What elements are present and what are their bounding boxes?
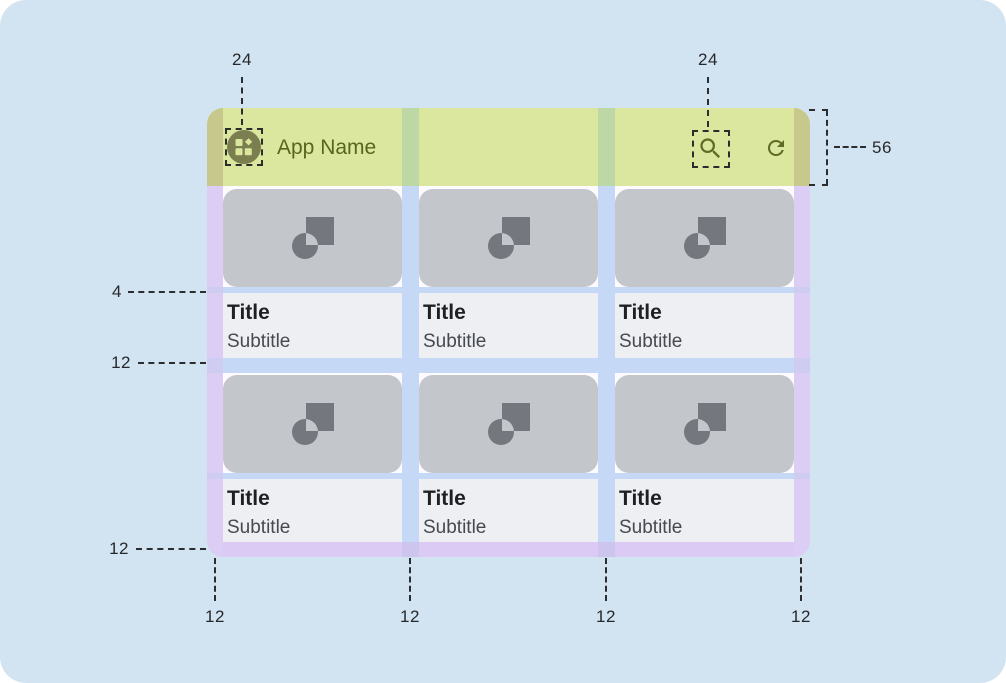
gutter-overlay [402,186,419,542]
measure-label-bottom-margin: 12 [109,539,129,558]
measure-label-margin-left: 12 [205,607,225,626]
card-title: Title [227,301,270,324]
measure-label-nav-icon: 24 [232,50,252,69]
bottom-margin-overlay [207,542,810,557]
search-glyph [700,138,721,159]
gutter-overlay [598,108,615,186]
card[interactable]: Title Subtitle [615,293,794,358]
image-placeholder-icon [683,403,726,445]
margin-gap-blend [794,473,810,479]
card-subtitle: Subtitle [619,517,683,538]
margin-gap-blend [207,287,223,293]
gap-overlay-4 [207,473,810,479]
margin-appbar-blend [207,108,223,186]
measure-line [241,77,243,125]
measure-label-image-text-gap: 4 [112,282,122,301]
action-icon-measure-box [692,130,730,168]
card[interactable]: Title Subtitle [419,293,598,358]
card-subtitle: Subtitle [423,331,487,352]
measure-label-gutter-1: 12 [400,607,420,626]
gutter-bottom-blend [402,542,419,557]
image-placeholder-icon [683,217,726,259]
card[interactable]: Title Subtitle [223,479,402,542]
gutter-bottom-blend [598,542,615,557]
measure-label-row-spacing: 12 [111,353,131,372]
gutter-overlay [598,186,615,542]
app-mockup: Title Subtitle Title Subtitle Title Subt… [207,108,810,557]
app-grid-glyph [235,138,253,156]
margin-gap-blend [794,287,810,293]
card[interactable]: Title Subtitle [223,293,402,358]
card-title: Title [227,487,270,510]
margin-gap-blend [207,473,223,479]
card-media[interactable] [223,189,402,287]
measure-line [128,291,206,293]
measure-label-action-icon: 24 [698,50,718,69]
card-media[interactable] [223,375,402,473]
margin-gap-blend [794,358,810,373]
measure-line [707,77,709,127]
measure-bracket [809,109,828,111]
image-placeholder-icon [487,403,530,445]
app-grid-icon[interactable] [227,130,261,164]
margin-gap-blend [207,358,223,373]
gap-overlay-12 [207,358,810,373]
card-subtitle: Subtitle [227,331,291,352]
app-name-title: App Name [277,136,377,159]
image-placeholder-icon [291,403,334,445]
refresh-glyph [767,139,784,156]
image-placeholder-icon [291,217,334,259]
nav-icon-measure-box [225,128,263,166]
measure-bracket [826,110,828,185]
gap-overlay-4 [207,287,810,293]
card[interactable]: Title Subtitle [419,479,598,542]
search-icon[interactable] [697,135,724,167]
card-subtitle: Subtitle [619,331,683,352]
measure-line [834,146,866,148]
image-placeholder-icon [487,217,530,259]
card[interactable]: Title Subtitle [615,479,794,542]
measure-bracket [809,184,828,186]
top-app-bar [207,108,810,186]
margin-appbar-blend [794,108,810,186]
measure-label-gutter-2: 12 [596,607,616,626]
gutter-overlay [402,108,419,186]
card-media[interactable] [419,375,598,473]
card-title: Title [423,301,466,324]
measure-line [409,558,411,601]
measure-line [800,558,802,601]
measure-line [136,548,206,550]
card-title: Title [619,487,662,510]
measure-line [214,558,216,601]
refresh-icon[interactable] [764,136,788,165]
card-title: Title [619,301,662,324]
measure-label-margin-right: 12 [791,607,811,626]
measure-line [605,558,607,601]
card-subtitle: Subtitle [227,517,291,538]
card-media[interactable] [419,189,598,287]
card-media[interactable] [615,189,794,287]
measure-label-appbar-height: 56 [872,138,892,157]
card-media[interactable] [615,375,794,473]
card-title: Title [423,487,466,510]
measure-line [138,362,206,364]
card-subtitle: Subtitle [423,517,487,538]
